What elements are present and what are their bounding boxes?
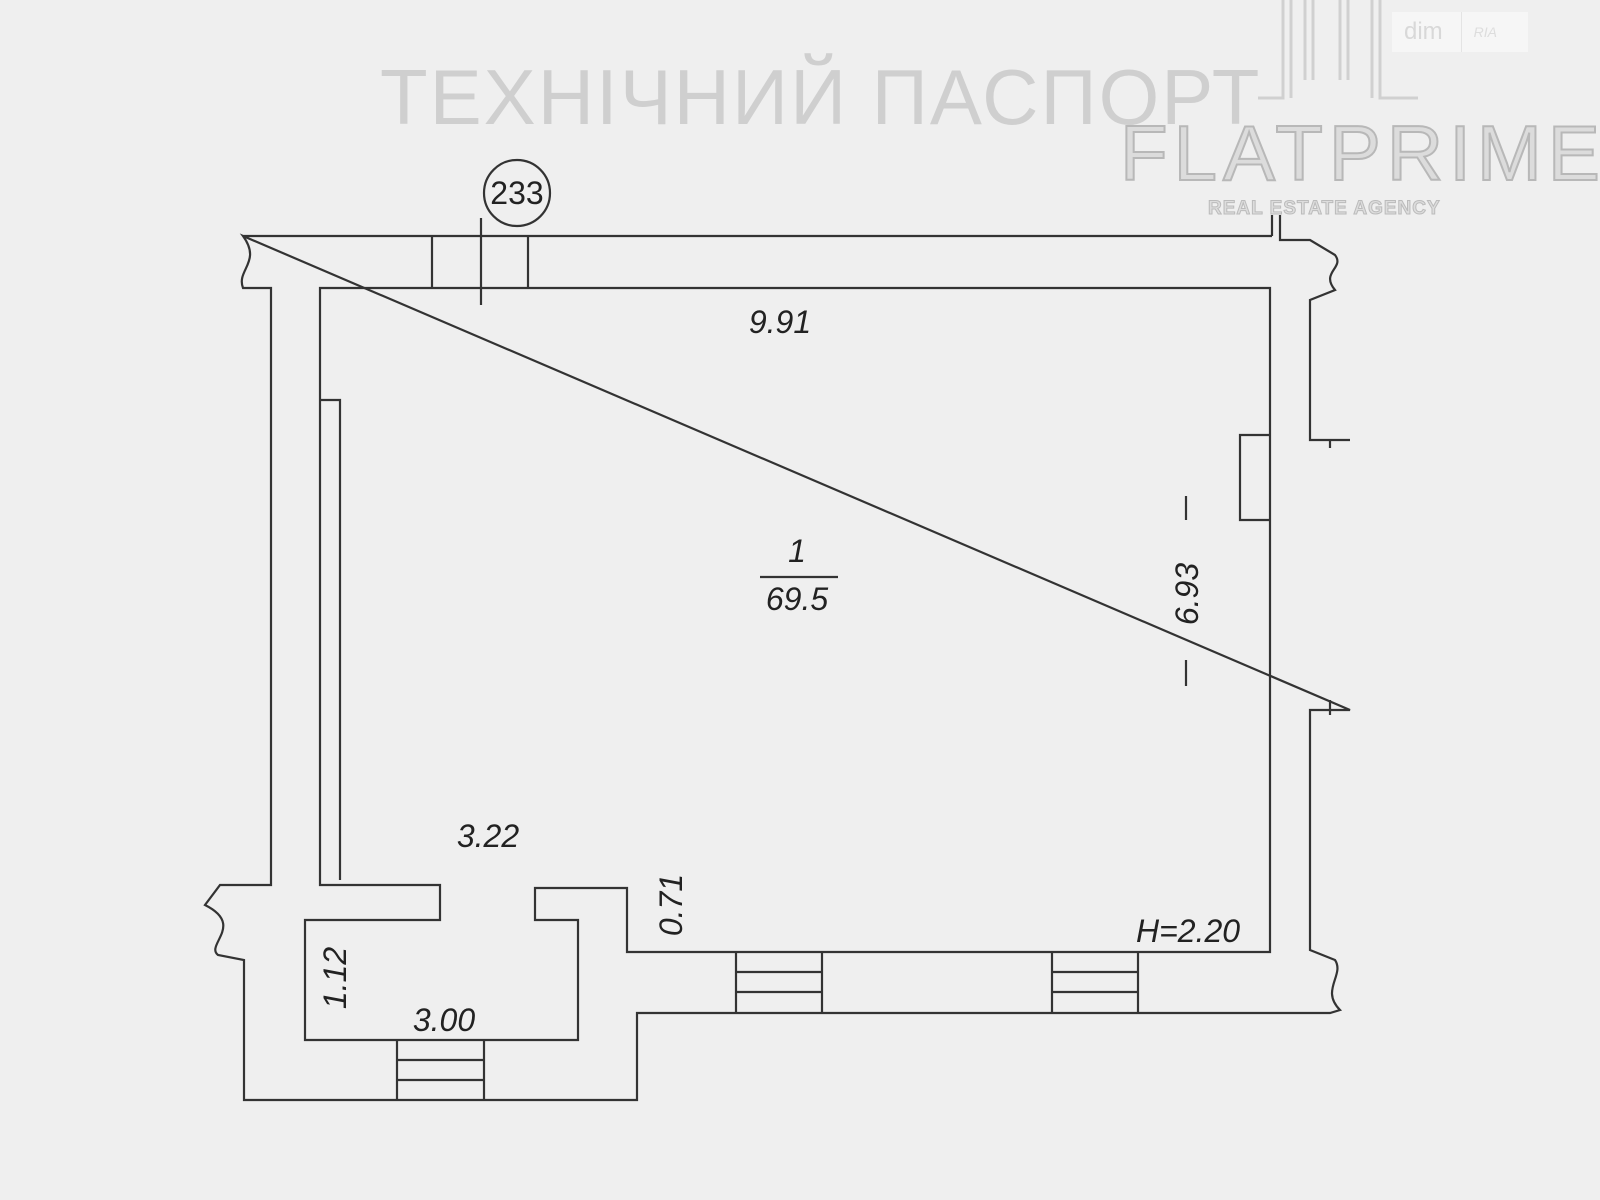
unit-number: 233 bbox=[490, 175, 543, 211]
watermark-tagline: REAL ESTATE AGENCY bbox=[1208, 198, 1441, 220]
window-top bbox=[430, 236, 530, 288]
window-bottom-1 bbox=[734, 952, 824, 1013]
room-number: 1 bbox=[788, 533, 806, 569]
entrance-stairs bbox=[395, 1040, 486, 1100]
dim-right-length: 6.93 bbox=[1169, 563, 1205, 625]
watermark-brand: FLATPRIME bbox=[1119, 108, 1600, 198]
window-bottom-2 bbox=[1050, 952, 1140, 1013]
dim-bottom-inner-width: 3.22 bbox=[457, 818, 519, 854]
pilaster bbox=[1238, 433, 1270, 522]
room-area: 69.5 bbox=[766, 581, 828, 617]
badge-dim: dim bbox=[1404, 18, 1443, 45]
ceiling-height: H=2.20 bbox=[1136, 913, 1240, 949]
dim-vestibule-width: 3.00 bbox=[413, 1002, 475, 1038]
site-badge: dim RIA bbox=[1392, 12, 1528, 52]
dim-top-length: 9.91 bbox=[749, 304, 811, 340]
watermark-logo-icon bbox=[1258, 0, 1418, 100]
left-wall-inner bbox=[320, 398, 342, 880]
unit-marker bbox=[482, 158, 552, 228]
dim-vestibule-depth: 1.12 bbox=[317, 947, 353, 1009]
outer-wall bbox=[203, 215, 1351, 1102]
badge-ria: RIA bbox=[1473, 24, 1498, 40]
room-outline bbox=[303, 286, 1272, 1042]
document-title: ТЕХНІЧНИЙ ПАСПОРТ bbox=[380, 53, 1262, 141]
dim-step-depth: 0.71 bbox=[653, 874, 689, 936]
